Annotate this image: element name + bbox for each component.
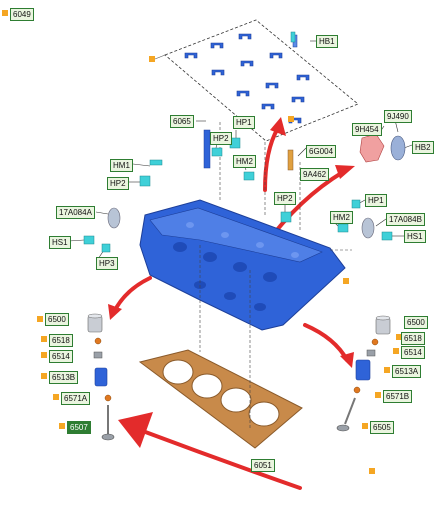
part-label-6513a: 6513A (392, 365, 422, 378)
part-label-hp2-mid: HP2 (274, 192, 296, 205)
part-label-6505: 6505 (370, 421, 394, 434)
part-label-hb2: HB2 (412, 141, 434, 154)
camshaft-caps-panel (154, 19, 359, 142)
marker-tab (362, 423, 368, 429)
part-label-hp1-right: HP1 (365, 194, 387, 207)
marker-tab (375, 392, 381, 398)
marker-tab (343, 278, 349, 284)
marker-tab (41, 336, 47, 342)
marker-tab (149, 56, 155, 62)
part-label-9h454: 9H454 (352, 123, 382, 136)
part-label-6571b: 6571B (383, 390, 413, 403)
part-label-hm1: HM1 (110, 159, 133, 172)
part-label-17a084b: 17A084B (386, 213, 425, 226)
part-label-6500-right: 6500 (404, 316, 428, 329)
part-label-6513b: 6513B (49, 371, 79, 384)
marker-tab (369, 468, 375, 474)
marker-tab (37, 316, 43, 322)
marker-tab (53, 394, 59, 400)
part-label-6514-right: 6514 (401, 346, 425, 359)
part-label-6571a: 6571A (61, 392, 91, 405)
part-label-9a462: 9A462 (300, 168, 330, 181)
marker-tab (288, 116, 294, 122)
part-label-6514-left: 6514 (49, 350, 73, 363)
part-label-6g004: 6G004 (306, 145, 337, 158)
marker-tab (59, 423, 65, 429)
part-label-6051: 6051 (251, 459, 275, 472)
part-label-6049: 6049 (10, 8, 34, 21)
part-label-6518-left: 6518 (49, 334, 73, 347)
part-label-hs1-left: HS1 (49, 236, 71, 249)
part-label-hp2-left: HP2 (107, 177, 129, 190)
valve-train-right (336, 315, 391, 432)
marker-tab (41, 352, 47, 358)
part-label-17a084a: 17A084A (56, 206, 95, 219)
cylinder-head-block (139, 199, 346, 331)
part-label-9j490: 9J490 (384, 110, 412, 123)
part-label-hm2-right: HM2 (330, 211, 353, 224)
part-label-6065: 6065 (170, 115, 194, 128)
red-arrowheads (108, 117, 355, 448)
marker-tab (2, 10, 8, 16)
part-label-6507: 6507 (67, 421, 91, 434)
head-gasket (138, 349, 303, 449)
part-label-hp1-top: HP1 (233, 116, 255, 129)
part-label-hs1-right: HS1 (404, 230, 426, 243)
part-label-hp2-top: HP2 (210, 132, 232, 145)
small-components (83, 31, 406, 253)
part-label-hm2-top: HM2 (233, 155, 256, 168)
part-label-6500-left: 6500 (45, 313, 69, 326)
part-label-6518-right: 6518 (401, 332, 425, 345)
valve-train-left (87, 313, 115, 441)
part-label-hp3: HP3 (96, 257, 118, 270)
marker-tab (396, 334, 402, 340)
marker-tab (384, 367, 390, 373)
part-label-hb1: HB1 (316, 35, 338, 48)
marker-tab (393, 348, 399, 354)
marker-tab (41, 373, 47, 379)
